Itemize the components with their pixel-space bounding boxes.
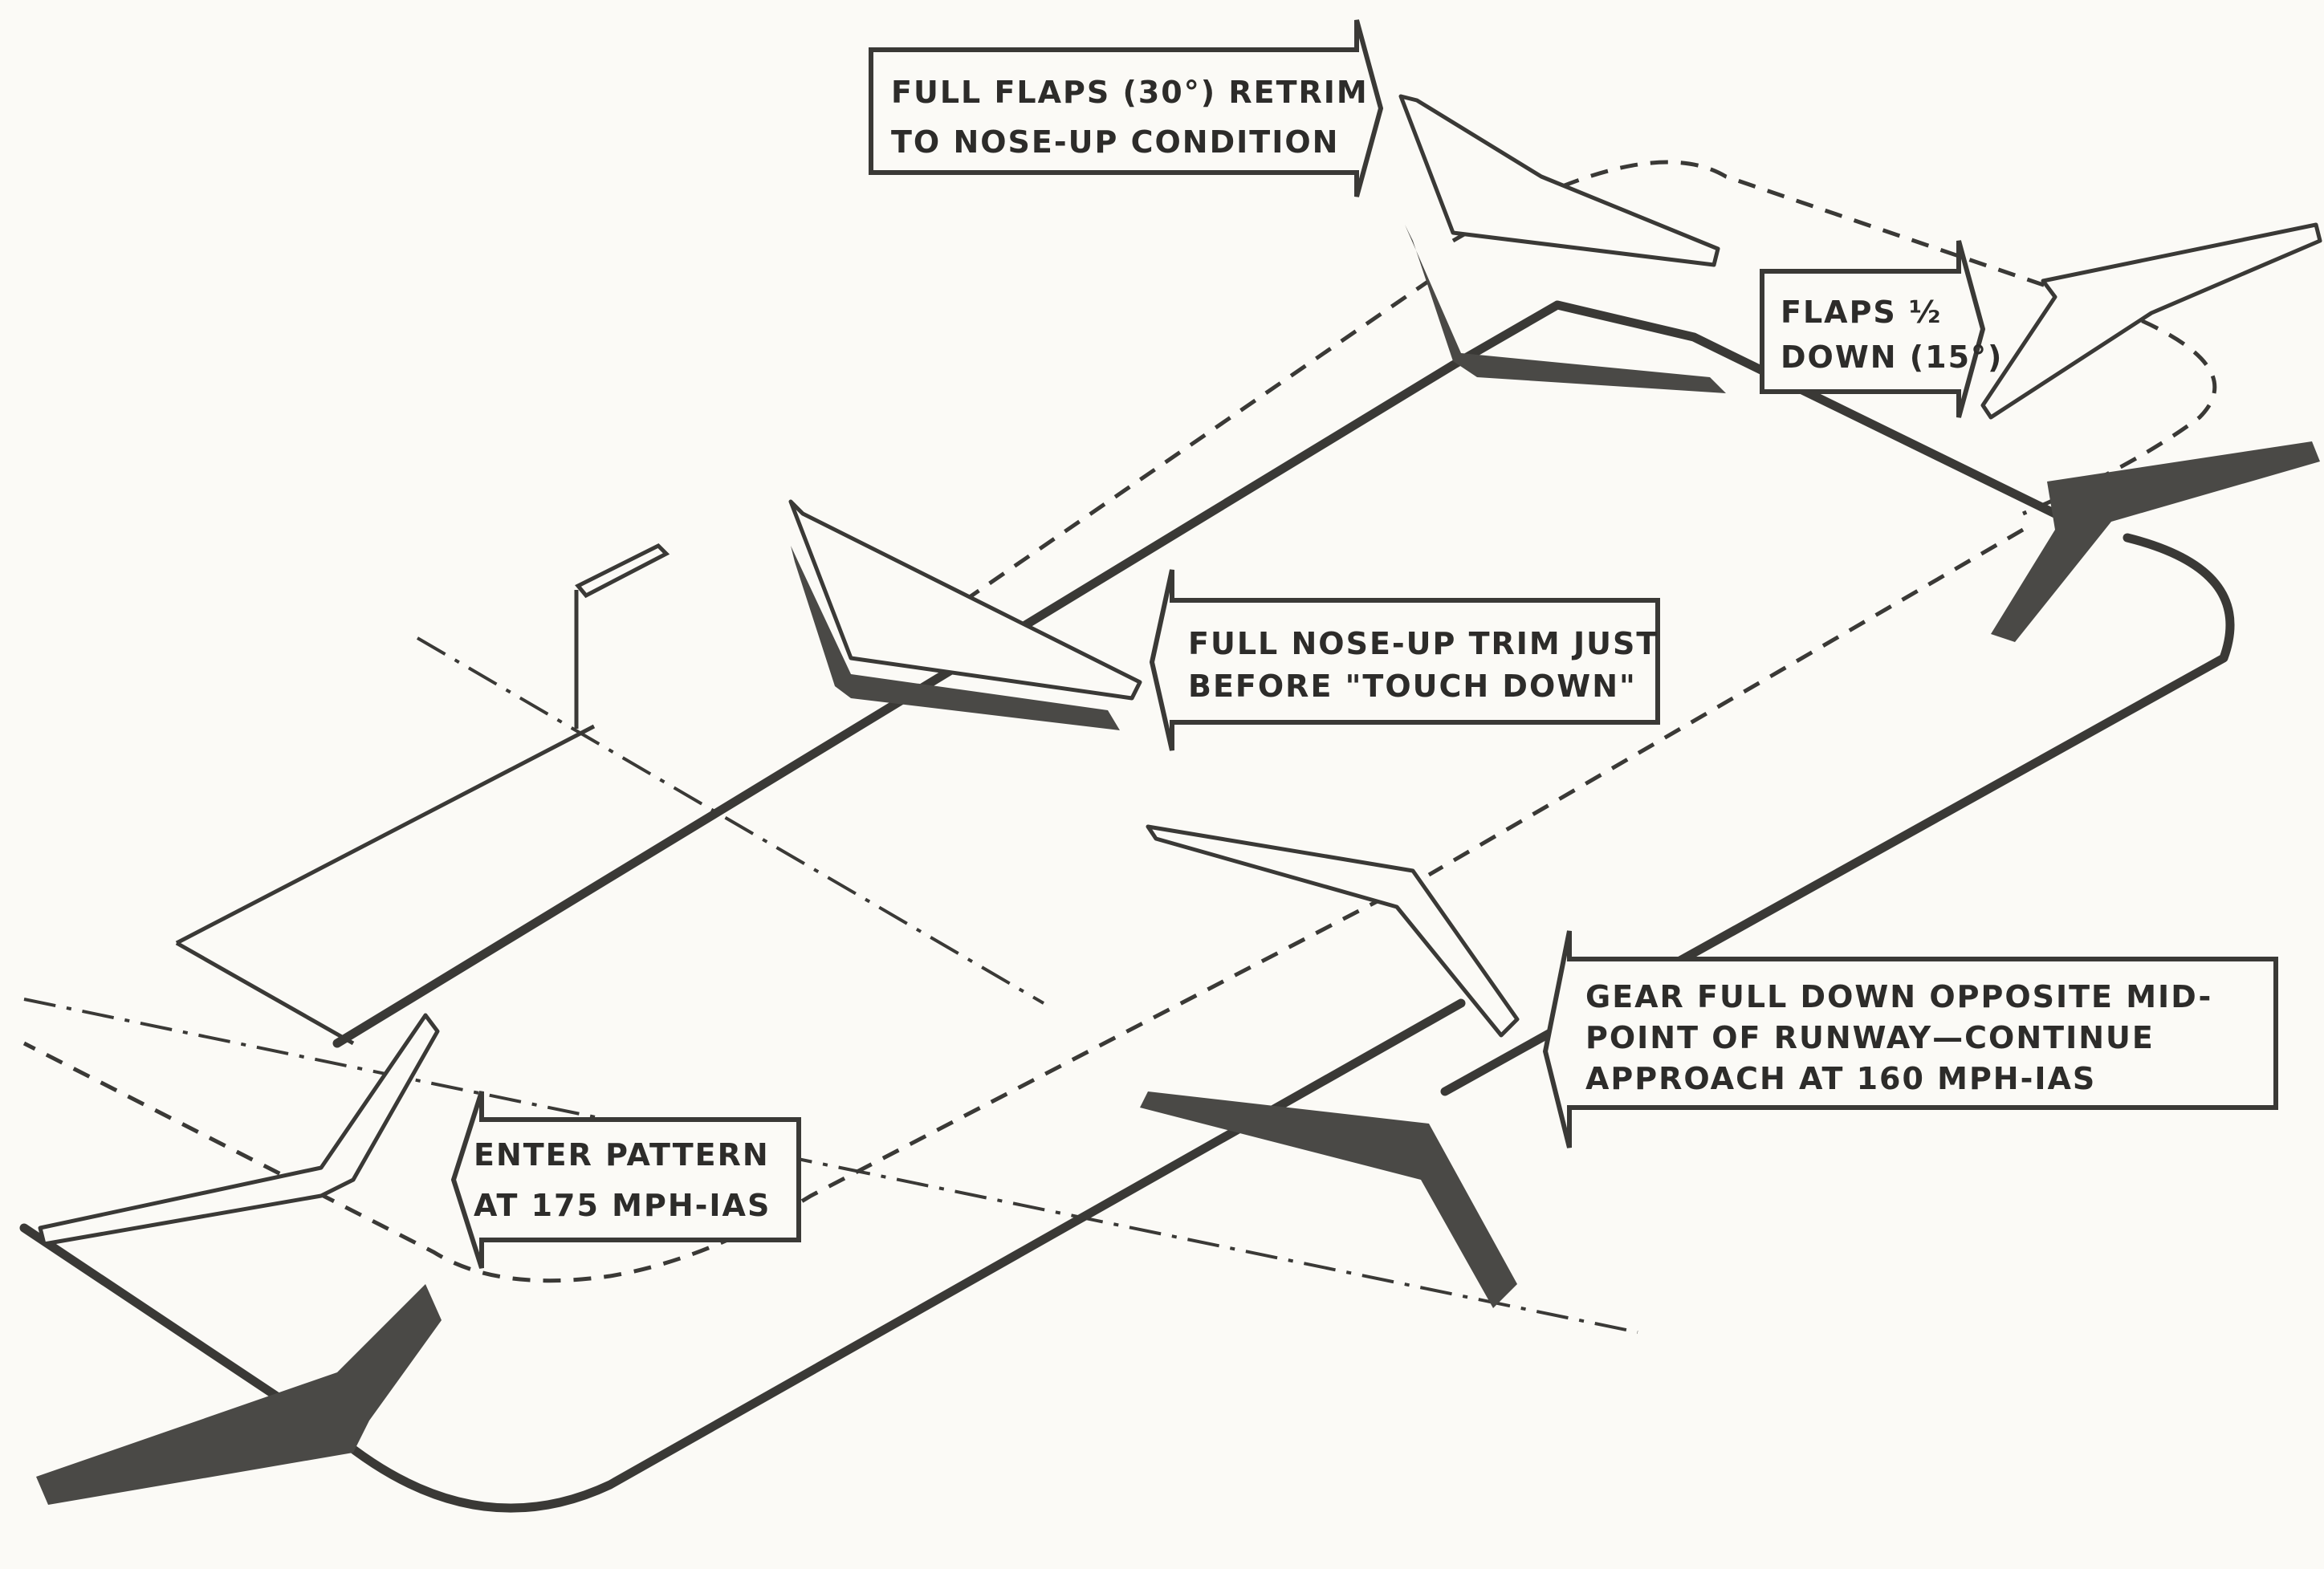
callout-enter-pattern-box [454,1091,799,1268]
plane-full-flaps [1401,96,1718,265]
callout-full-flaps-line-1: FULL FLAPS (30°) RETRIM [891,75,1369,110]
callout-full-trim: FULL NOSE-UP TRIM JUST BEFORE "TOUCH DOW… [1152,570,1659,750]
windsock [578,546,666,595]
callout-enter-pattern-line-1: ENTER PATTERN [474,1137,770,1173]
callout-full-trim-line-1: FULL NOSE-UP TRIM JUST [1188,626,1659,661]
ground-track [24,305,2230,1508]
flight-path-final [939,281,1429,618]
callout-enter-pattern: ENTER PATTERN AT 175 MPH-IAS [454,1091,799,1268]
shadow-planes [36,225,2320,1505]
plane-enter-pattern [40,1015,438,1244]
callout-full-flaps: FULL FLAPS (30°) RETRIM TO NOSE-UP CONDI… [871,20,1381,197]
callout-gear-down-line-3: APPROACH AT 160 MPH-IAS [1585,1061,2096,1096]
callout-full-trim-line-2: BEFORE "TOUCH DOWN" [1188,669,1637,704]
callout-gear-down-line-2: POINT OF RUNWAY—CONTINUE [1585,1020,2155,1055]
runway-edge-far [177,726,594,943]
callout-enter-pattern-line-2: AT 175 MPH-IAS [474,1188,771,1223]
plane-flaps-half [1983,225,2320,417]
callout-gear-down-line-1: GEAR FULL DOWN OPPOSITE MID- [1585,979,2212,1014]
callout-flaps-half-line-2: DOWN (15°) [1781,339,2003,375]
callout-gear-down: GEAR FULL DOWN OPPOSITE MID- POINT OF RU… [1545,931,2276,1148]
callout-full-flaps-line-2: TO NOSE-UP CONDITION [891,124,1339,160]
runway-end [177,943,353,1043]
callout-flaps-half: FLAPS ½ DOWN (15°) [1762,241,2003,417]
callout-flaps-half-line-1: FLAPS ½ [1781,295,1942,330]
shadow-plane-2 [1140,1091,1517,1308]
